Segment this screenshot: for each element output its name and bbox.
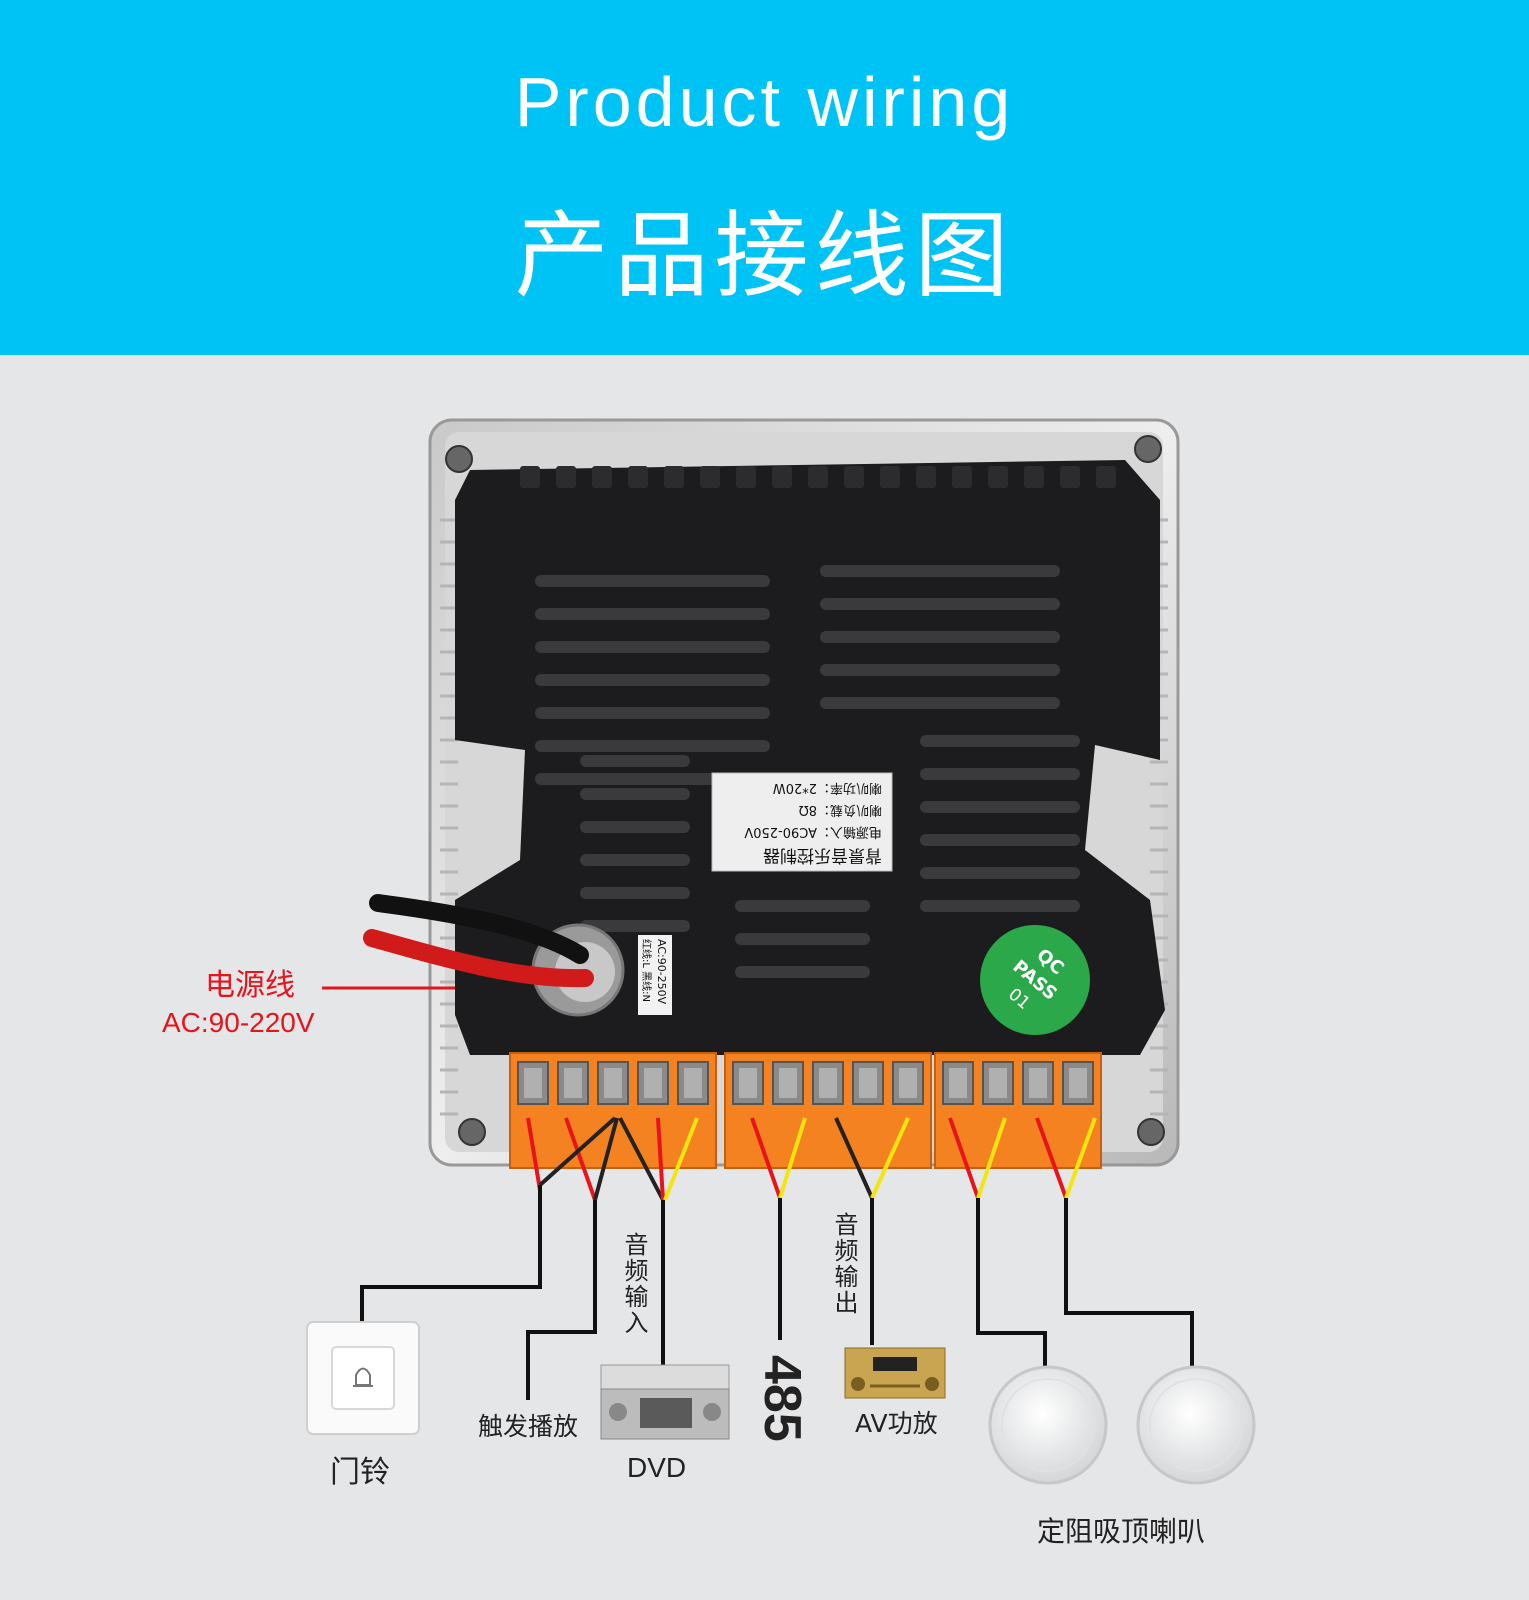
power-label-ac: AC:90-220V xyxy=(162,1007,315,1038)
dvd-player-icon xyxy=(600,1364,730,1440)
power-wire-black xyxy=(369,894,589,964)
label-line4: 喇叭功率：2*20W xyxy=(773,780,882,796)
label-line2: 电源输入：AC90-250V xyxy=(744,824,882,840)
ceiling-speaker-icon xyxy=(1136,1365,1256,1485)
power-wire-red xyxy=(363,929,594,988)
cable-tag-line2: 红线:L 黑线:N xyxy=(640,939,653,1002)
signal-wires xyxy=(526,1116,1097,1201)
cable-tag: AC:90-250V 红线:L 黑线:N xyxy=(638,935,672,1015)
vent-slots xyxy=(535,565,1080,978)
routing-lines xyxy=(360,1185,1194,1400)
speakers-label: 定阻吸顶喇叭 xyxy=(1037,1515,1206,1548)
title-english: Product wiring xyxy=(514,63,1015,141)
label-line3: 喇叭负载：8Ω xyxy=(799,802,882,817)
audio-input-label: 音频输入 xyxy=(620,1232,648,1336)
top-ridges xyxy=(520,466,1116,488)
rs485-label: 485 xyxy=(753,1355,811,1442)
label-line1: 背景音乐控制器 xyxy=(763,845,882,865)
wiring-diagram: 背景音乐控制器 电源输入：AC90-250V 喇叭负载：8Ω 喇叭功率：2*20… xyxy=(306,418,1256,1485)
product-label: 背景音乐控制器 电源输入：AC90-250V 喇叭负载：8Ω 喇叭功率：2*20… xyxy=(711,772,893,872)
trigger-label: 触发播放 xyxy=(478,1412,579,1441)
screw-icon xyxy=(445,435,1165,1146)
ceiling-speaker-icon xyxy=(988,1365,1108,1485)
doorbell-icon xyxy=(306,1321,420,1435)
header-banner: Product wiring 产品接线图 xyxy=(0,0,1529,355)
power-label-cn: 电源线 xyxy=(205,968,295,1003)
title-chinese: 产品接线图 xyxy=(514,202,1015,311)
amplifier-label: AV功放 xyxy=(855,1409,938,1438)
doorbell-label: 门铃 xyxy=(330,1455,390,1490)
av-amplifier-icon xyxy=(844,1347,946,1399)
qc-pass-sticker: QC PASS 01 xyxy=(980,925,1090,1035)
dvd-label: DVD xyxy=(627,1452,687,1483)
terminal-blocks xyxy=(509,1052,1102,1169)
audio-output-label: 音频输出 xyxy=(830,1212,858,1316)
cable-tag-line1: AC:90-250V xyxy=(655,939,668,1005)
